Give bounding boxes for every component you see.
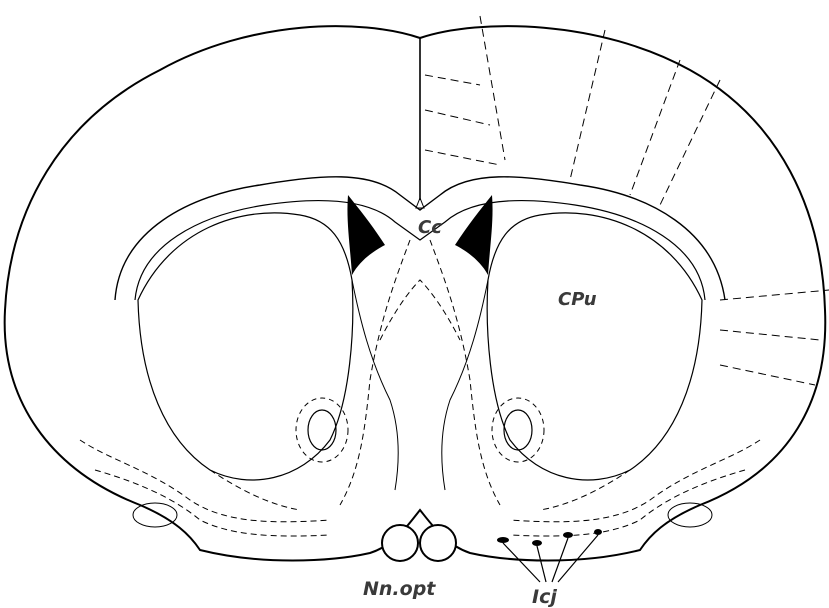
right-optic-nerve — [420, 525, 456, 561]
right-basal-oval — [668, 503, 712, 527]
right-anterior-commissure — [504, 410, 532, 450]
left-striatum-outline — [138, 213, 353, 480]
basal-forebrain-dashed — [80, 440, 760, 536]
central-inner-right — [442, 280, 488, 490]
label-cc: Cc — [418, 217, 442, 238]
right-anterior-commissure-halo — [492, 398, 544, 462]
right-striatum-outline — [487, 213, 702, 480]
corpus-callosum-lower — [135, 201, 705, 300]
septum-left-dashed — [340, 240, 410, 505]
label-cpu: CPu — [558, 289, 597, 310]
label-icj: Icj — [532, 586, 557, 608]
left-anterior-commissure-halo — [296, 398, 348, 462]
left-optic-nerve — [382, 525, 418, 561]
septum-right-dashed — [430, 240, 500, 505]
central-inner-left — [352, 280, 398, 490]
left-basal-oval — [133, 503, 177, 527]
left-anterior-commissure — [308, 410, 336, 450]
islands-of-calleja — [497, 529, 602, 546]
right-cortex-radial-dashed — [425, 16, 829, 385]
label-nn-opt: Nn.opt — [363, 578, 436, 600]
